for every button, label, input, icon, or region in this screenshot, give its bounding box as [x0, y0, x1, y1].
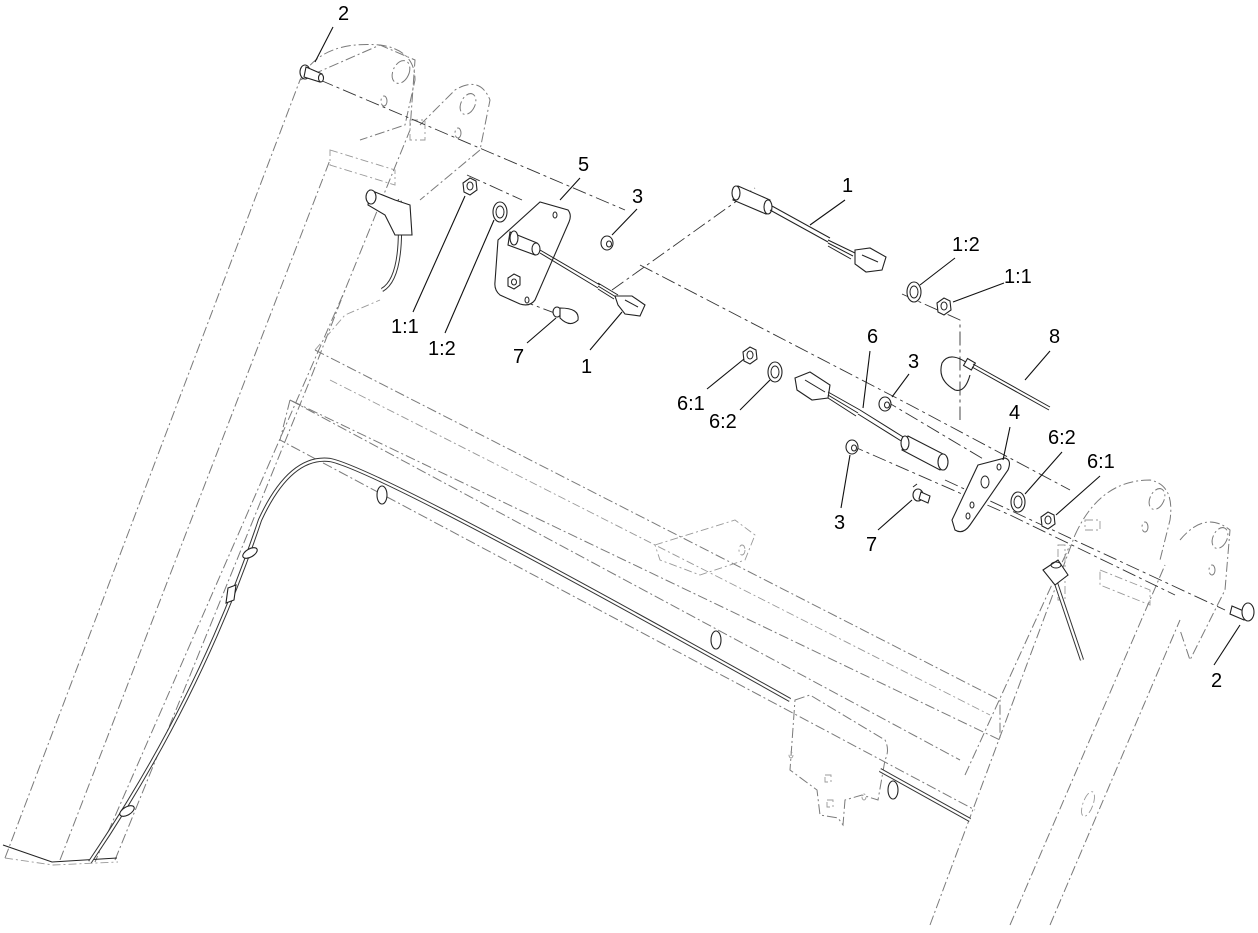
proximity-sensor-1-right [731, 185, 887, 273]
loader-frame-phantom [2, 43, 1231, 926]
callout-7-bottom: 7 [866, 534, 877, 556]
leader-lines [314, 26, 1241, 666]
mounting-plate-4 [951, 457, 1011, 533]
callout-3-mid: 3 [908, 351, 919, 373]
lock-washer-1-2-right [906, 281, 922, 303]
callout-6-2-right: 6:2 [1048, 427, 1076, 449]
callout-4: 4 [1009, 402, 1020, 424]
callout-1-bottom: 1 [581, 356, 592, 378]
jam-nut-1-1-left [462, 177, 478, 196]
pivot-pin-top [299, 64, 325, 83]
callout-1-1-right: 1:1 [1004, 266, 1032, 288]
lock-washer-6-2-right [1010, 491, 1026, 513]
jam-nut-6-1-left [742, 346, 758, 365]
jam-nut-1-1-right [936, 297, 952, 316]
callout-2-bottom: 2 [1211, 670, 1222, 692]
callout-3-top: 3 [632, 186, 643, 208]
callout-5: 5 [578, 154, 589, 176]
assembly-axes [319, 79, 1226, 611]
callout-1-2-left: 1:2 [428, 338, 456, 360]
callout-labels: 2 5 3 1 1:2 1:1 1:1 1:2 7 1 6 8 3 6:1 6:… [338, 3, 1222, 692]
callout-3-bottom: 3 [834, 512, 845, 534]
flange-nut-3-mid [878, 396, 892, 412]
proximity-sensor-6 [794, 371, 949, 471]
callout-6-2-left: 6:2 [709, 411, 737, 433]
callout-8: 8 [1049, 326, 1060, 348]
pivot-pin-bottom [1229, 602, 1255, 622]
callout-6-1-left: 6:1 [677, 393, 705, 415]
proximity-sensor-1-left [507, 230, 646, 317]
callout-7-top: 7 [513, 346, 524, 368]
flange-nut-3-top [600, 235, 614, 251]
flange-nut-3-bottom [845, 439, 859, 455]
callout-1-1-left: 1:1 [391, 316, 419, 338]
callout-6-1-right: 6:1 [1087, 451, 1115, 473]
carriage-bolt-7-left [552, 306, 579, 325]
callout-1-top: 1 [842, 175, 853, 197]
lock-washer-1-2-left [492, 201, 508, 223]
jam-nut-6-1-right [1040, 511, 1056, 530]
cable-tie-8 [940, 356, 1051, 411]
lock-washer-6-2-left [767, 361, 783, 383]
callout-6: 6 [867, 326, 878, 348]
carriage-bolt-7-bottom [912, 483, 931, 504]
callout-1-2-right: 1:2 [952, 234, 980, 256]
wire-harness [88, 189, 1084, 864]
callout-2-top: 2 [338, 3, 349, 25]
